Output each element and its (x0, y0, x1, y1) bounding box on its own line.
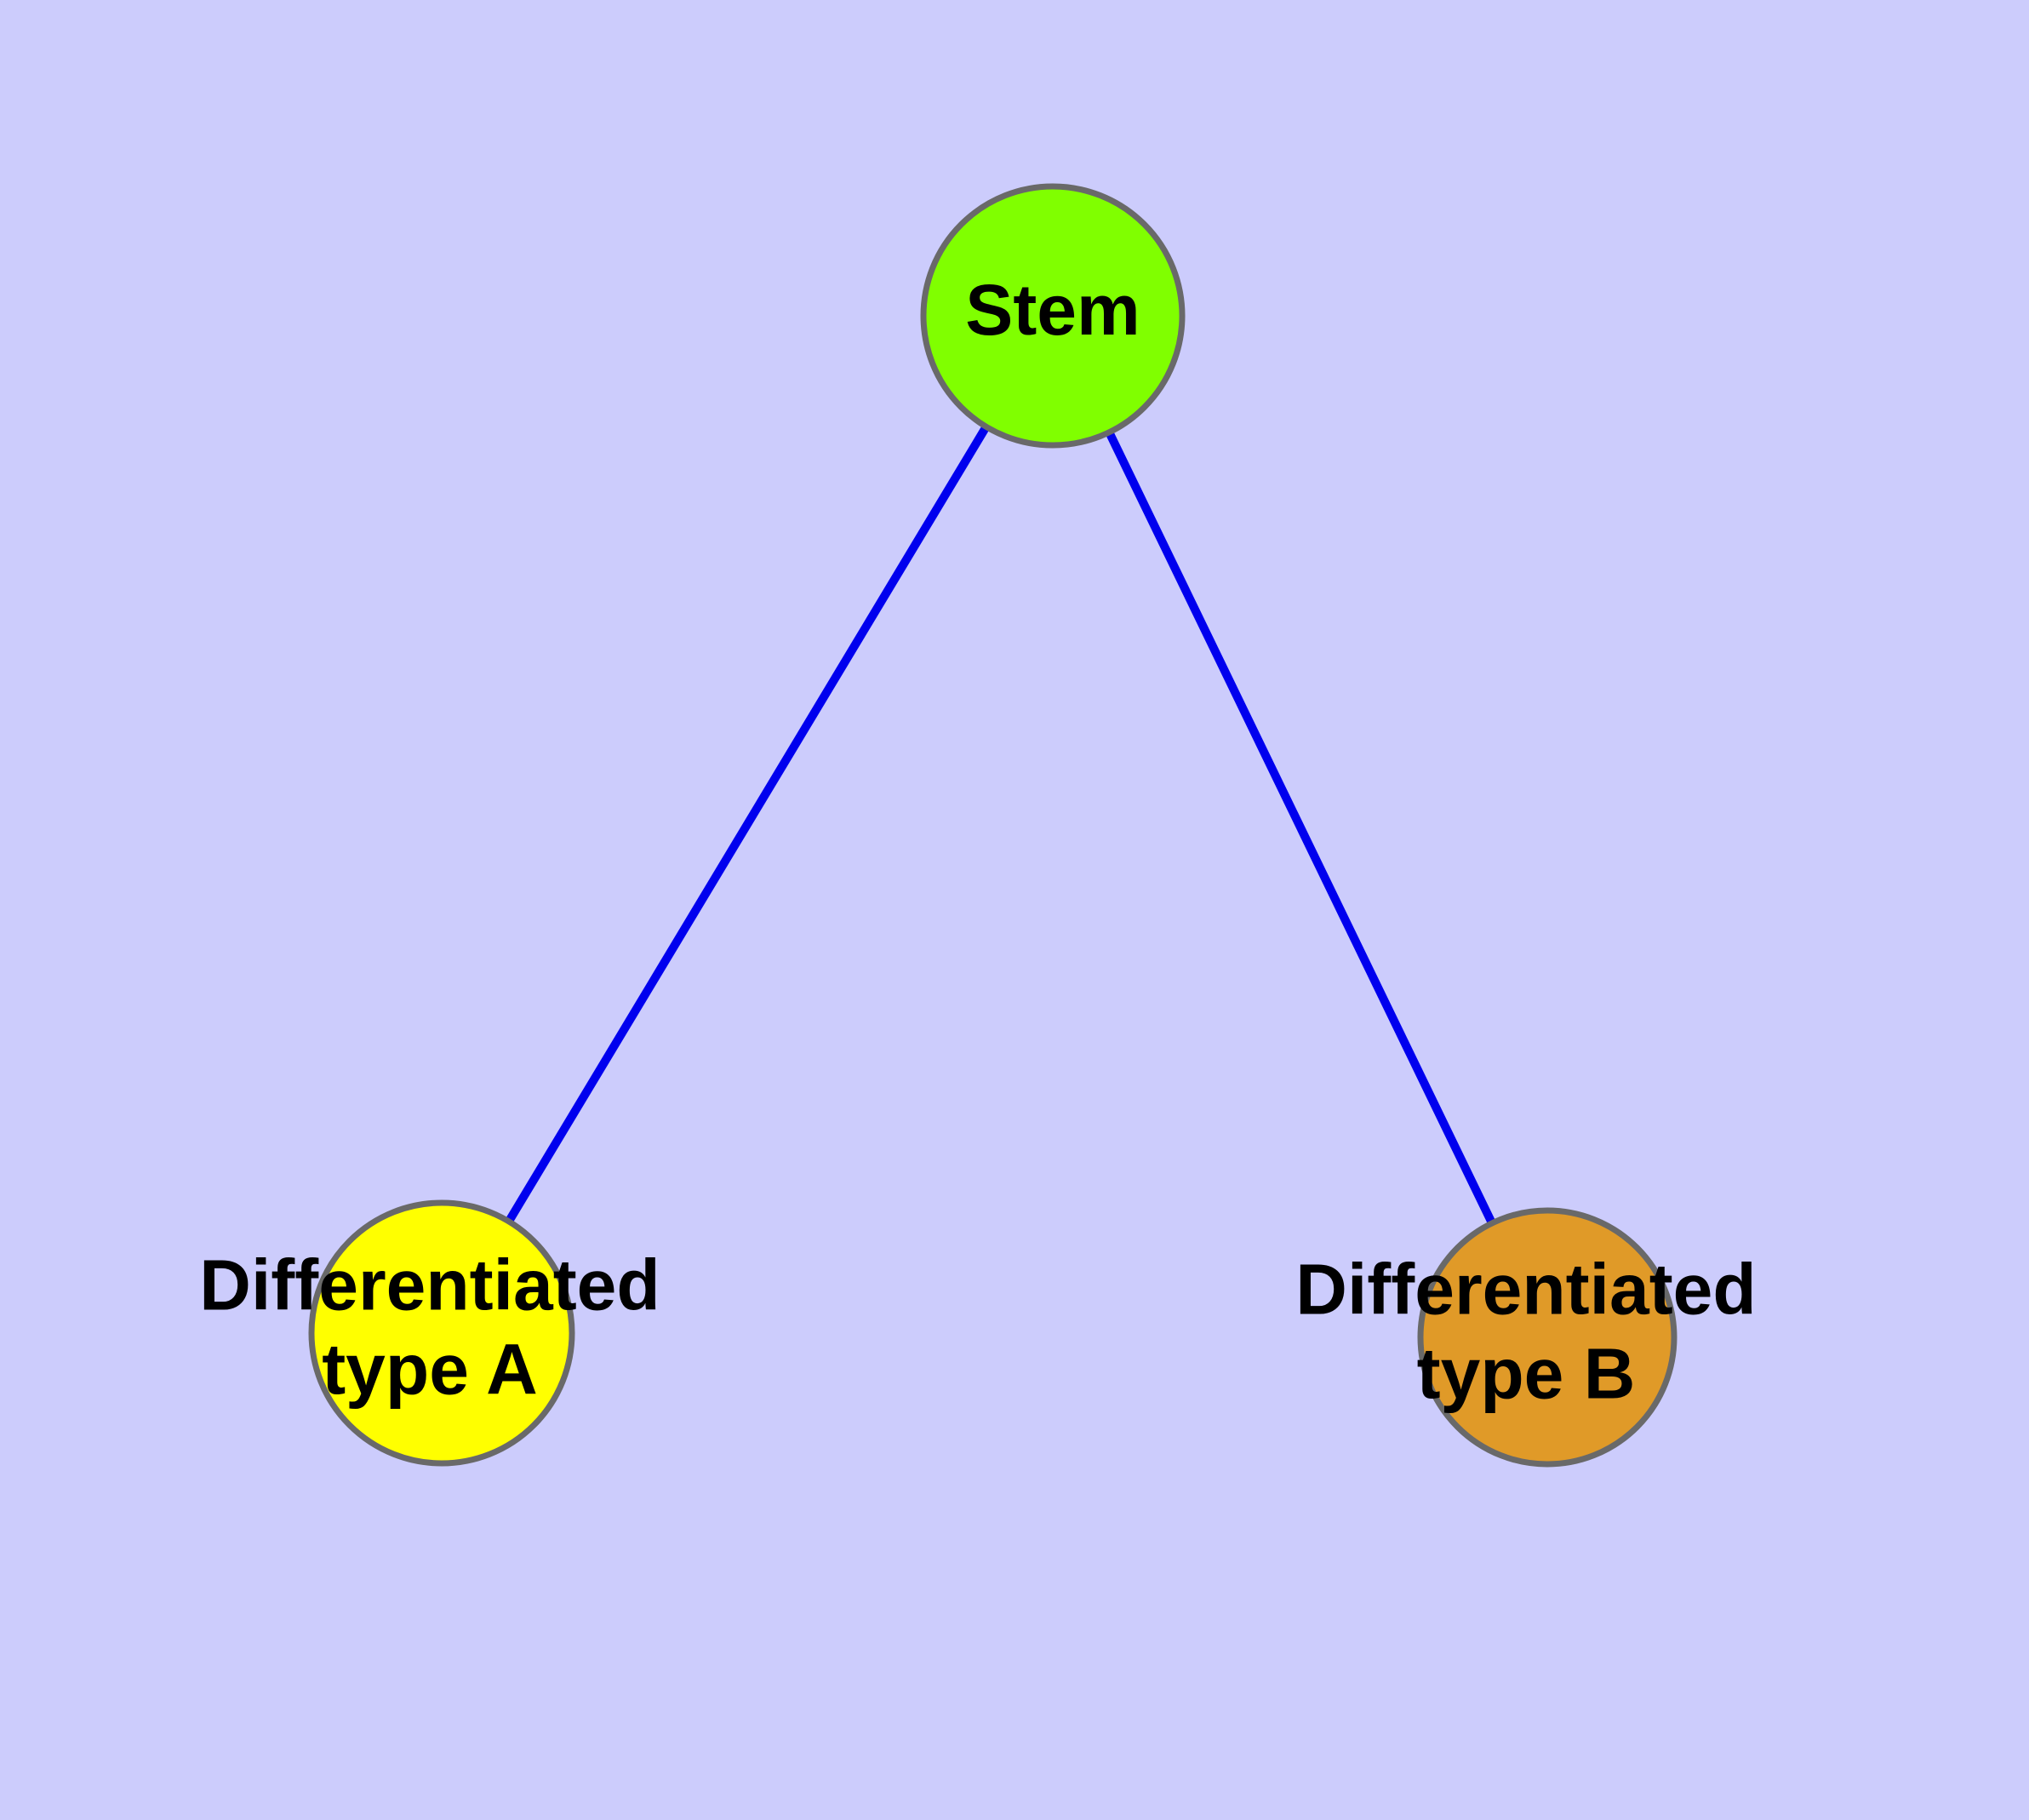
edge-stem-diff-a[interactable] (503, 421, 992, 1227)
node-label-line: Stem (965, 270, 1140, 350)
node-label-stem: Stem (965, 270, 1140, 350)
edges-layer (503, 421, 1498, 1228)
nodes-layer (308, 183, 1677, 1468)
node-label-line: type A (322, 1330, 538, 1410)
node-diff_b[interactable] (1417, 1207, 1677, 1468)
edge-stem-diff-b[interactable] (1103, 427, 1498, 1228)
node-stem[interactable] (920, 183, 1186, 449)
node-label-line: type B (1417, 1334, 1636, 1414)
node-label-line: Differentiated (1295, 1250, 1756, 1330)
node-label-line: Differentiated (199, 1245, 660, 1325)
node-diff_a[interactable] (308, 1199, 575, 1467)
